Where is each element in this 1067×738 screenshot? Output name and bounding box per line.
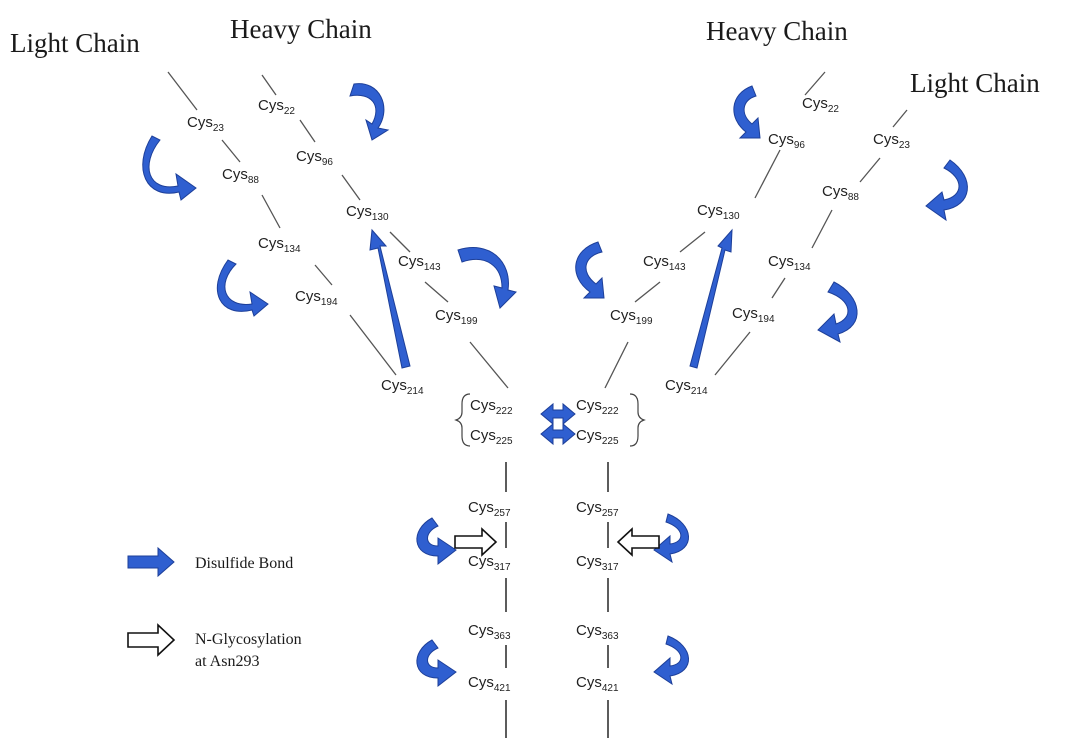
chain-line — [679, 231, 706, 253]
chain-line — [469, 341, 509, 389]
disulfide-bond-arrow-icon — [349, 83, 390, 141]
legend-glycosylation-label-line1: N-Glycosylation — [195, 631, 302, 648]
cys-label: Cys214 — [381, 377, 424, 397]
cys-label: Cys199 — [435, 307, 478, 327]
hinge-brace-right — [629, 393, 646, 447]
cys-label: Cys130 — [346, 203, 389, 223]
chain-line — [892, 109, 908, 128]
cys-label: Cys363 — [576, 622, 619, 642]
chain-line — [221, 139, 241, 163]
chain-line — [341, 174, 361, 201]
cys-label: Cys96 — [296, 148, 333, 168]
glycosylation-arrow-icon — [616, 527, 660, 557]
chain-line — [714, 331, 751, 376]
chain-line — [299, 119, 316, 143]
disulfide-bond-arrow-icon — [575, 241, 605, 299]
chain-line — [389, 231, 411, 253]
legend-disulfide-label: Disulfide Bond — [195, 555, 293, 572]
disulfide-bond-arrow-icon — [653, 635, 689, 686]
chain-line — [349, 314, 397, 376]
disulfide-bond-arrow-icon — [653, 513, 689, 564]
cys-label: Cys257 — [468, 499, 511, 519]
disulfide-bond-arrow-icon — [457, 247, 517, 309]
chain-line — [859, 157, 881, 183]
cys-label: Cys225 — [576, 427, 619, 447]
cys-label: Cys257 — [576, 499, 619, 519]
cys-label: Cys143 — [398, 253, 441, 273]
disulfide-bond-arrow-icon — [216, 259, 269, 317]
disulfide-bond-arrow-icon — [540, 402, 576, 426]
chain-line — [754, 149, 781, 199]
cys-label: Cys23 — [873, 131, 910, 151]
cys-label: Cys222 — [470, 397, 513, 417]
chain-line — [167, 71, 198, 111]
cys-label: Cys363 — [468, 622, 511, 642]
glycosylation-arrows — [127, 527, 660, 657]
disulfide-bond-arrow-icon — [540, 422, 576, 446]
disulfide-bond-arrow-icon — [689, 228, 733, 369]
right-light-chain-label: Light Chain — [910, 68, 1040, 98]
left-light-chain-label: Light Chain — [10, 28, 140, 58]
cys-label: Cys317 — [576, 553, 619, 573]
disulfide-bond-arrow-icon — [416, 639, 457, 688]
cys-label: Cys143 — [643, 253, 686, 273]
cys-label: Cys214 — [665, 377, 708, 397]
legend-disulfide-arrow-icon — [127, 546, 175, 578]
cys-label: Cys23 — [187, 114, 224, 134]
legend-glycosylation-label-line2: at Asn293 — [195, 653, 259, 670]
disulfide-bond-arrow-icon — [733, 85, 761, 139]
chain-lines — [167, 71, 908, 738]
chain-line — [261, 194, 281, 229]
cys-label: Cys194 — [732, 305, 775, 325]
cys-label: Cys96 — [768, 131, 805, 151]
cys-label: Cys22 — [802, 95, 839, 115]
left-heavy-chain-label: Heavy Chain — [230, 14, 372, 44]
chain-line — [811, 209, 833, 249]
chain-line — [771, 277, 786, 299]
hinge-brace-left — [454, 393, 471, 447]
disulfide-bond-arrow-icon — [925, 159, 968, 222]
disulfide-bond-arrow-icon — [416, 517, 457, 566]
chain-line — [604, 341, 629, 389]
cys-label: Cys134 — [258, 235, 301, 255]
legend-glycosylation-arrow-icon — [127, 623, 176, 657]
cys-label: Cys317 — [468, 553, 511, 573]
chain-line — [424, 281, 449, 303]
cys-label: Cys199 — [610, 307, 653, 327]
chain-line — [634, 281, 661, 303]
cys-labels: Cys23 Cys88 Cys134 Cys194 Cys214 Cys22 C… — [187, 95, 910, 694]
cys-label: Cys225 — [470, 427, 513, 447]
cys-label: Cys421 — [468, 674, 511, 694]
chain-line — [314, 264, 333, 286]
cys-label: Cys88 — [822, 183, 859, 203]
cys-label: Cys134 — [768, 253, 811, 273]
right-heavy-chain-label: Heavy Chain — [706, 16, 848, 46]
cys-label: Cys421 — [576, 674, 619, 694]
disulfide-bond-arrows — [127, 83, 968, 688]
disulfide-bond-arrow-icon — [817, 281, 858, 343]
cys-label: Cys88 — [222, 166, 259, 186]
disulfide-bond-arrow-icon — [142, 135, 197, 201]
cys-label: Cys222 — [576, 397, 619, 417]
glycosylation-arrow-icon — [454, 527, 498, 557]
chain-line — [804, 71, 826, 96]
cys-label: Cys130 — [697, 202, 740, 222]
disulfide-bond-arrow-icon — [369, 228, 411, 369]
cys-label: Cys22 — [258, 97, 295, 117]
chain-line — [261, 74, 277, 96]
cys-label: Cys194 — [295, 288, 338, 308]
